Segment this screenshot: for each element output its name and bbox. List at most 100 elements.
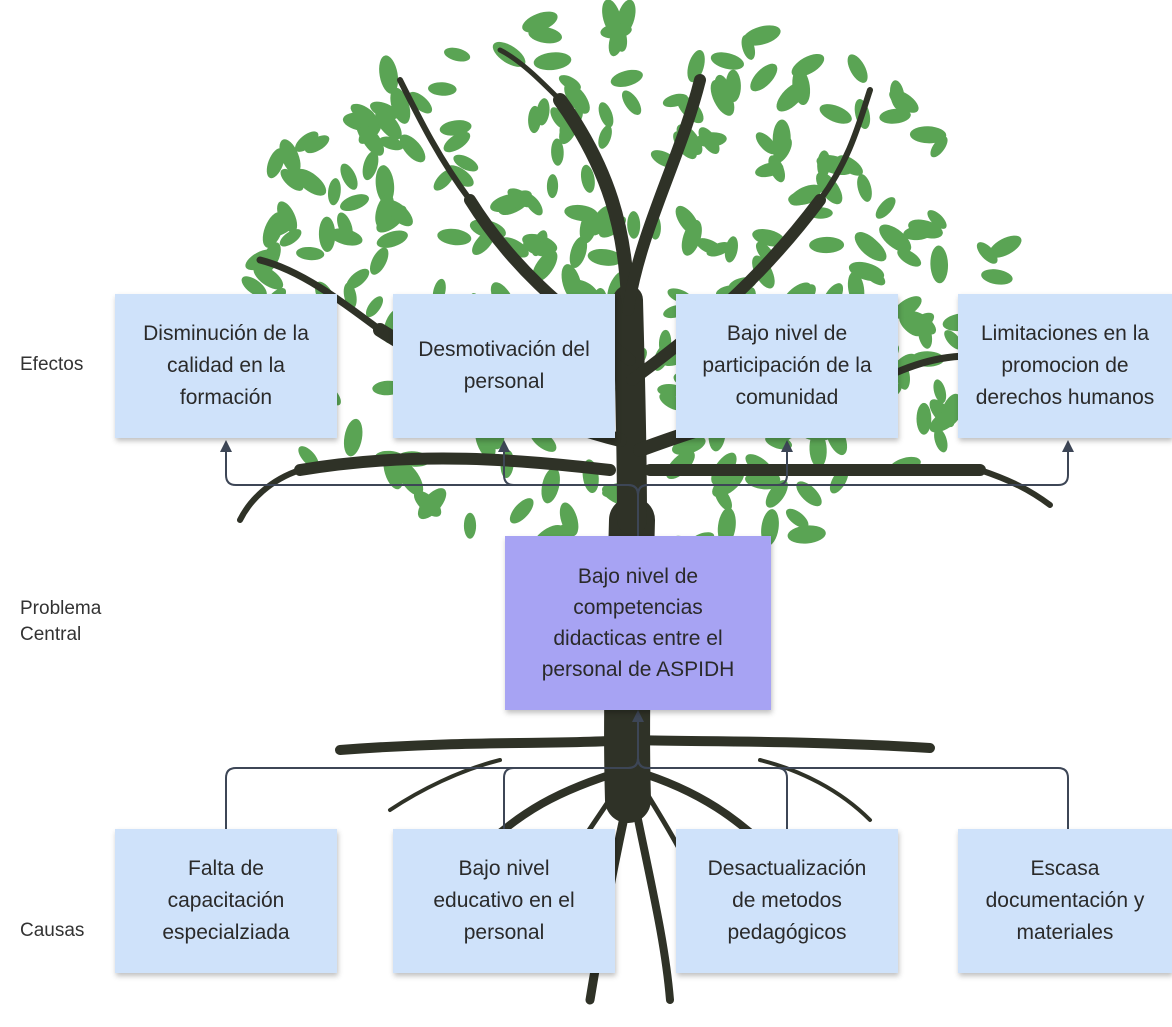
leaf: [376, 230, 408, 248]
leaf: [408, 91, 433, 114]
effect-connector: [503, 452, 639, 536]
leaf: [561, 264, 582, 302]
leaf: [280, 168, 304, 191]
arrow-up-icon: [498, 440, 510, 452]
leaf: [329, 228, 363, 246]
leaf: [989, 235, 1022, 258]
leaf: [362, 151, 379, 181]
leaf: [453, 154, 479, 172]
arrow-up-icon: [632, 710, 644, 722]
cause-text-2: Bajo nivel educativo en el personal: [433, 857, 575, 944]
leaf: [934, 428, 948, 453]
leaf: [695, 132, 727, 147]
leaf: [976, 242, 998, 264]
arrow-up-icon: [220, 440, 232, 452]
leaf: [346, 268, 370, 290]
cause-connector: [503, 722, 639, 829]
leaf: [755, 132, 777, 155]
leaf: [253, 265, 284, 290]
leaf: [564, 204, 599, 222]
leaf: [930, 136, 948, 158]
root: [335, 735, 633, 755]
effect-box-1: Disminución de la calidad en la formació…: [115, 294, 337, 438]
cause-box-1: Falta de capacitación especialziada: [115, 829, 337, 973]
branch: [237, 467, 303, 523]
branch: [397, 77, 473, 203]
leaf: [279, 139, 301, 175]
leaf: [610, 69, 643, 87]
leaf: [342, 112, 382, 132]
leaf: [892, 296, 922, 319]
leaf: [522, 11, 558, 33]
leaf: [546, 174, 559, 199]
effect-box-3: Bajo nivel de participación de la comuni…: [676, 294, 898, 438]
effect-text-2: Desmotivación del personal: [418, 338, 590, 393]
root: [628, 786, 674, 1004]
leaf: [622, 90, 642, 115]
effect-box-4: Limitaciones en la promocion de derechos…: [958, 294, 1172, 438]
arrow-up-icon: [781, 440, 793, 452]
effect-text-3: Bajo nivel de participación de la comuni…: [702, 322, 872, 409]
leaf: [752, 229, 786, 247]
leaf: [819, 104, 852, 124]
label-efectos: Efectos: [20, 354, 84, 375]
leaf: [909, 126, 947, 144]
leaf: [296, 246, 325, 261]
leaf: [304, 135, 330, 154]
leaf: [524, 193, 543, 216]
leaf: [587, 248, 623, 266]
root: [623, 735, 935, 753]
leaf: [929, 407, 962, 433]
leaf: [318, 216, 336, 252]
cause-text-4: Escasa documentación y materiales: [985, 857, 1145, 944]
cause-box-4: Escasa documentación y materiales: [958, 829, 1172, 973]
leaf: [523, 239, 553, 257]
leaf: [598, 125, 612, 149]
leaf: [340, 163, 358, 190]
effect-text-4: Limitaciones en la promocion de derechos…: [975, 322, 1155, 409]
leaf: [933, 379, 947, 404]
leaf: [379, 55, 399, 94]
cause-connector: [637, 722, 1069, 829]
leaf: [327, 178, 341, 206]
leaf: [750, 63, 778, 92]
root: [388, 758, 502, 812]
cause-text-1: Falta de capacitación especialziada: [162, 857, 290, 944]
leaf: [551, 138, 564, 166]
leaf: [862, 266, 886, 286]
leaf: [417, 488, 447, 520]
branch: [497, 47, 563, 103]
root: [758, 758, 872, 822]
leaf: [369, 247, 389, 275]
leaf: [375, 109, 402, 140]
branch: [622, 74, 706, 316]
leaf: [265, 220, 293, 237]
leaf: [717, 507, 736, 546]
leaf: [443, 131, 471, 153]
leaf: [294, 168, 327, 196]
leaf: [437, 228, 472, 246]
leaf: [559, 502, 579, 537]
leaf: [397, 461, 424, 496]
leaf: [564, 83, 590, 114]
leaf: [792, 68, 811, 106]
leaf: [930, 245, 949, 284]
leaf: [772, 119, 791, 158]
leaf: [490, 193, 523, 213]
leaf: [375, 193, 394, 228]
leaf: [439, 120, 472, 136]
leaf: [796, 481, 822, 507]
leaf: [857, 174, 872, 202]
branch: [977, 467, 1053, 508]
leaf: [399, 134, 426, 163]
connector-lines: [220, 440, 1074, 829]
leaf: [854, 232, 885, 261]
cause-text-3: Desactualización de metodos pedagógicos: [707, 857, 867, 944]
leaf: [598, 102, 614, 128]
leaf: [266, 148, 285, 179]
leaf: [509, 498, 534, 524]
leaf: [463, 512, 477, 539]
branch: [256, 256, 384, 334]
leaf: [359, 125, 385, 156]
